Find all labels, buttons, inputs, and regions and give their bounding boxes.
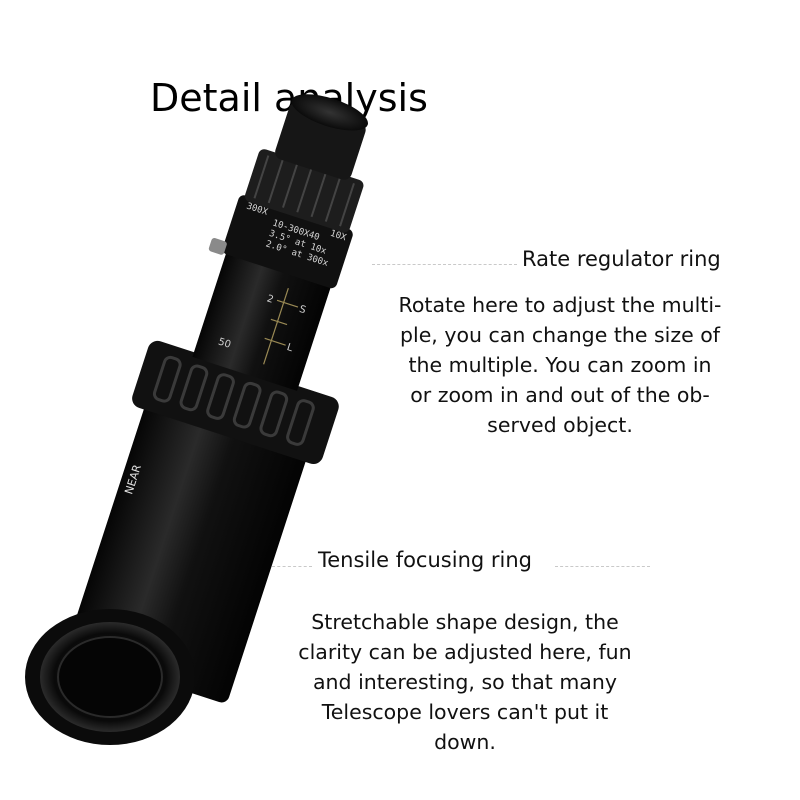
focusing-ring-line-1: Stretchable shape design, the	[311, 610, 619, 634]
focusing-ring-description: Stretchable shape design, the clarity ca…	[280, 607, 650, 757]
focusing-ring-line-4: Telescope lovers can't put it	[321, 700, 609, 724]
eyepiece-lens	[291, 94, 368, 131]
scale-s-label: S	[298, 304, 307, 316]
side-knob	[208, 238, 227, 255]
scale-50-label: 50	[217, 336, 233, 350]
focusing-ring-title: Tensile focusing ring	[318, 548, 532, 572]
focusing-ring-grips	[152, 355, 315, 446]
focusing-ring-line-3: and interesting, so that many	[312, 670, 617, 694]
scale-l-label: L	[285, 342, 294, 354]
rate-regulator-title: Rate regulator ring	[522, 247, 721, 271]
rate-regulator-description: Rotate here to adjust the multi- ple, yo…	[380, 290, 740, 440]
rate-regulator-line-2: ple, you can change the size of	[399, 323, 721, 347]
rate-regulator-line-5: served object.	[487, 413, 633, 437]
rate-regulator-leader-line	[372, 264, 517, 265]
objective-lens-inner	[57, 636, 163, 718]
focusing-ring-line-5: down.	[434, 730, 496, 754]
rate-regulator-line-1: Rotate here to adjust the multi-	[398, 293, 722, 317]
zoom-collar	[222, 195, 353, 289]
scale-2-label: 2	[265, 293, 274, 305]
zoom-min-label: 10X	[329, 229, 348, 244]
focusing-ring-leader-left	[272, 566, 312, 567]
rate-regulator-line-4: or zoom in and out of the ob-	[410, 383, 710, 407]
focusing-ring-leader-right	[555, 566, 650, 567]
focusing-ring-line-2: clarity can be adjusted here, fun	[298, 640, 632, 664]
draw-tube	[192, 247, 333, 391]
rate-regulator-line-3: the multiple. You can zoom in	[408, 353, 712, 377]
